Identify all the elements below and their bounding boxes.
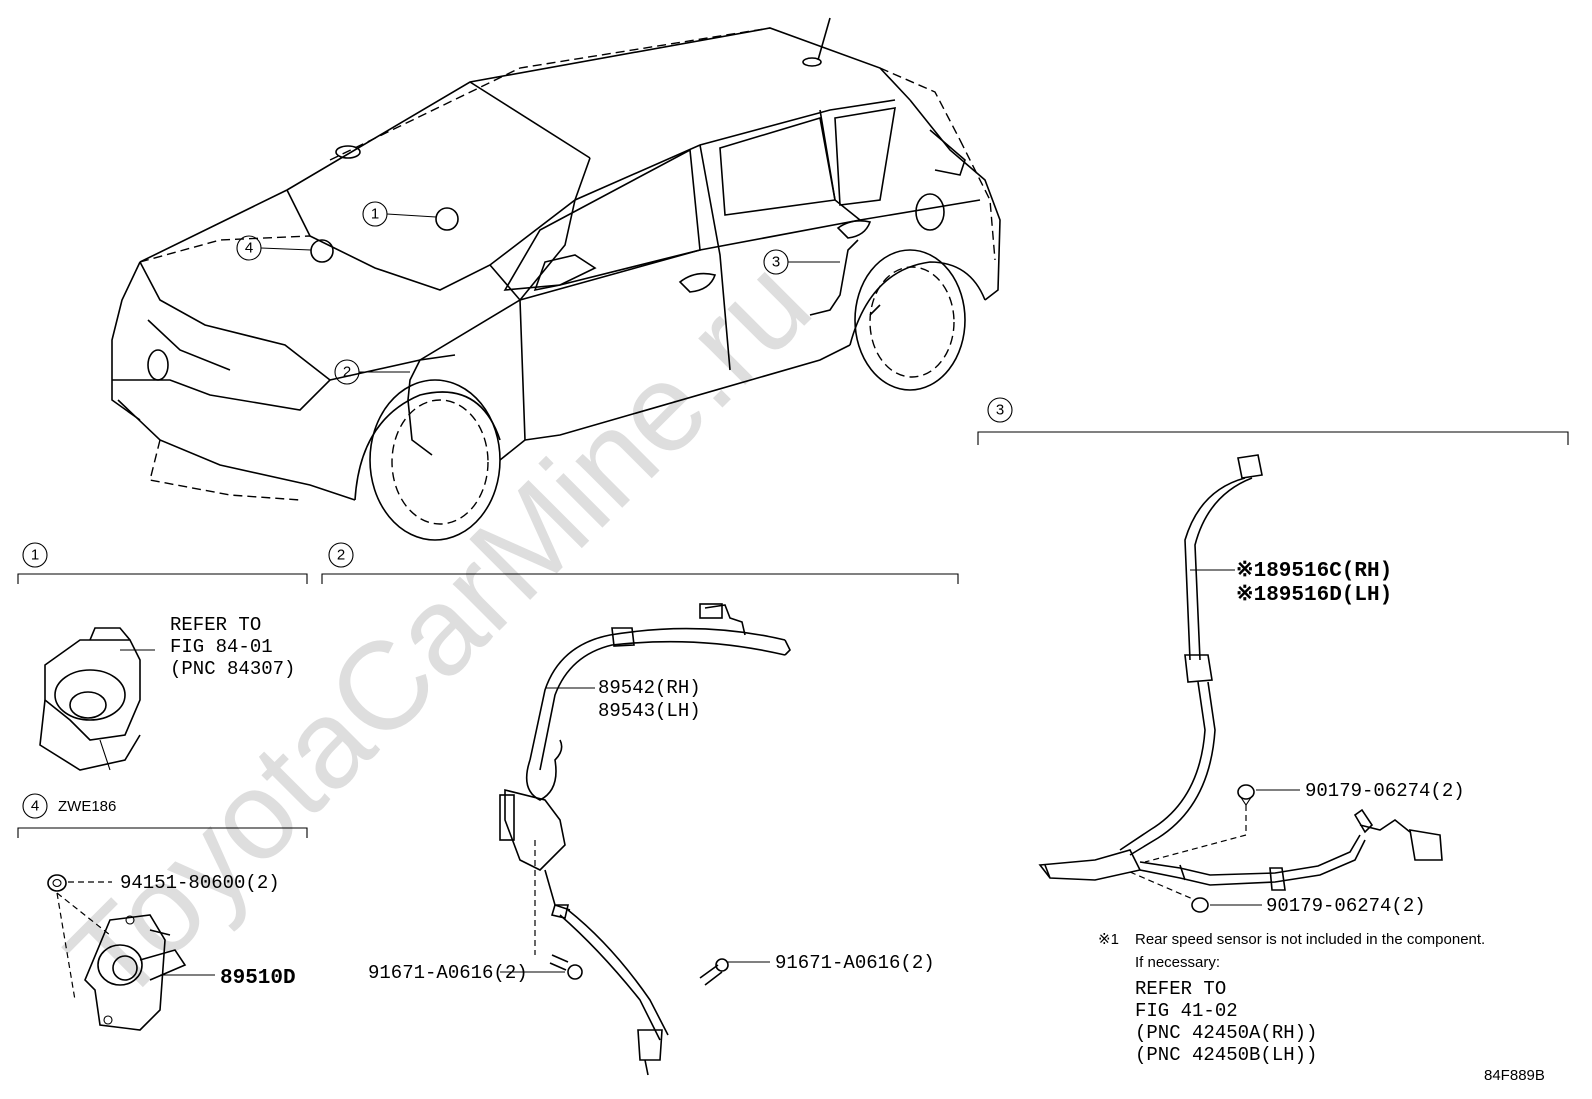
- height-sensor-part: [84, 914, 187, 1031]
- car-callout-3: 3: [763, 249, 840, 275]
- section-4-number: 4: [31, 798, 39, 815]
- bolt-right-part-number: 91671-A0616(2): [775, 952, 935, 974]
- svg-text:3: 3: [772, 254, 780, 271]
- section-2-number: 2: [337, 547, 345, 564]
- clip-upper-part: [1237, 784, 1255, 806]
- car-callout-1: 1: [362, 201, 437, 227]
- nut-part-number: 94151-80600(2): [120, 872, 280, 894]
- svg-text:4: 4: [245, 240, 253, 257]
- front-speed-sensor-part: [499, 603, 791, 1076]
- section-1: 1 REFER TO FIG 84-01 (PNC 84307): [17, 542, 308, 771]
- rear-speed-sensor-part: [1038, 454, 1443, 891]
- note-line-2: If necessary:: [1135, 954, 1220, 971]
- section-1-refer-line2: FIG 84-01: [170, 636, 273, 658]
- svg-text:1: 1: [371, 206, 379, 223]
- front-sensor-part-rh: 89542(RH): [598, 677, 701, 699]
- car-callout-2: 2: [334, 359, 410, 385]
- note-mark: ※1: [1098, 931, 1119, 948]
- section-3-refer-line1: REFER TO: [1135, 978, 1226, 1000]
- front-sensor-part-lh: 89543(LH): [598, 700, 701, 722]
- height-sensor-part-number: 89510D: [220, 967, 296, 990]
- section-3-refer-line4: (PNC 42450B(LH)): [1135, 1044, 1317, 1066]
- car-illustration: [111, 17, 1001, 541]
- section-3-refer-line2: FIG 41-02: [1135, 1000, 1238, 1022]
- section-1-refer-line3: (PNC 84307): [170, 658, 295, 680]
- clip-upper-part-number: 90179-06274(2): [1305, 780, 1465, 802]
- svg-text:2: 2: [343, 364, 351, 381]
- rear-sensor-part-rh: ※189516C(RH): [1236, 559, 1392, 583]
- section-1-number: 1: [31, 547, 39, 564]
- nut-part: [47, 874, 67, 892]
- watermark: ToyotaCarMine.ru: [41, 233, 837, 1029]
- bolt-left-part: [549, 954, 583, 980]
- rear-sensor-part-lh: ※189516D(LH): [1236, 583, 1392, 607]
- bolt-right-part: [699, 958, 729, 986]
- section-4-model: ZWE186: [58, 798, 116, 815]
- clip-lower-part: [1191, 897, 1209, 913]
- section-3: 3 ※189516C(RH) ※189516D(LH): [977, 397, 1569, 1066]
- section-4: 4 ZWE186 94151-80600(2) 89510D: [17, 793, 308, 1031]
- clip-lower-part-number: 90179-06274(2): [1266, 895, 1426, 917]
- section-3-number: 3: [996, 402, 1004, 419]
- note-line-1: Rear speed sensor is not included in the…: [1135, 931, 1485, 948]
- spiral-cable-part: [39, 627, 155, 771]
- section-1-refer-line1: REFER TO: [170, 614, 261, 636]
- section-3-refer-line3: (PNC 42450A(RH)): [1135, 1022, 1317, 1044]
- diagram-id: 84F889B: [1484, 1067, 1545, 1084]
- car-callout-4: 4: [236, 235, 312, 261]
- bolt-left-part-number: 91671-A0616(2): [368, 962, 528, 984]
- section-2: 2 89542(RH) 89543(LH): [321, 542, 959, 1076]
